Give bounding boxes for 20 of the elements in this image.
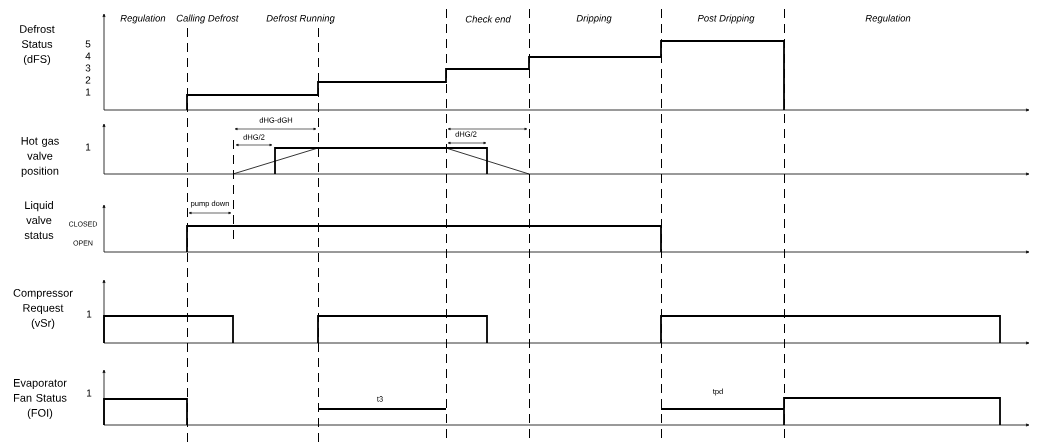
tick-label: 1 [86,143,91,151]
tick-label: 1 [86,88,91,96]
row-label: Evaporator Fan Status (FOI) [14,379,67,419]
row-label: Hot gas valve position [21,137,59,177]
tick-label: 3 [85,64,91,72]
row-label: Compressor Request (vSr) [13,289,73,329]
tick-label: 5 [85,40,91,48]
tick-label: 1 [87,389,92,397]
phase-label: Check end [465,15,511,23]
tick-label: 2 [85,76,91,84]
phase-label: Regulation [865,14,911,24]
tick-label: 1 [87,310,92,318]
phase-label: Post Dripping [697,14,755,24]
row-label: Defrost Status (dFS) [20,24,55,66]
phase-label: Dripping [576,14,612,24]
tick-label: 4 [85,52,91,60]
phase-label: Regulation [120,14,166,24]
phase-label: Calling Defrost [176,14,239,24]
row-label: Liquid valve status [24,200,54,240]
phase-label: Defrost Running [266,14,335,24]
